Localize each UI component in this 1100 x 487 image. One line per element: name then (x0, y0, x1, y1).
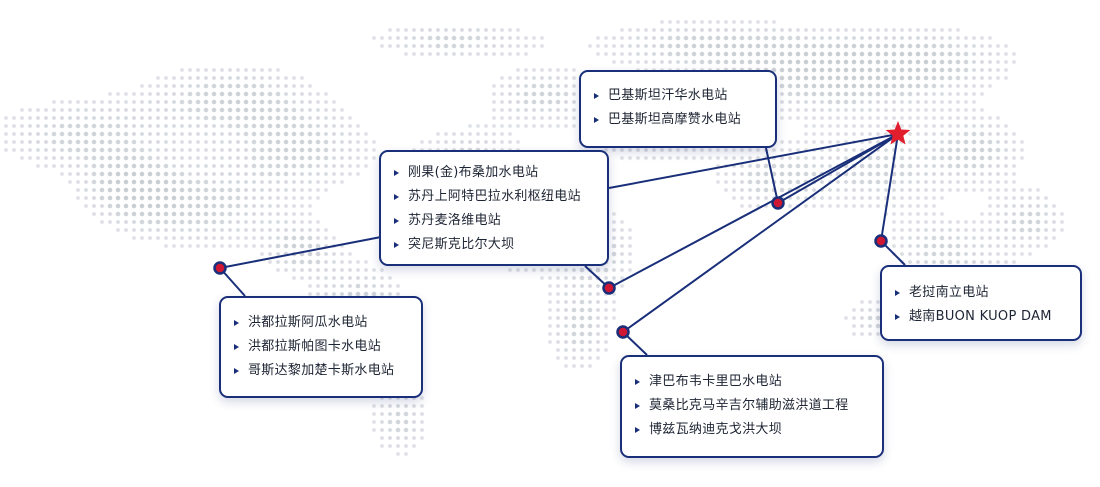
project-item: 巴基斯坦汗华水电站 (594, 84, 761, 108)
star-icon (885, 121, 911, 145)
location-dot-laos (874, 234, 888, 248)
project-item: 越南BUON KUOP DAM (895, 305, 1066, 329)
callout-southern-africa: 津巴布韦卡里巴水电站 莫桑比克马辛吉尔辅助滋洪道工程 博兹瓦纳迪克戈洪大坝 (620, 355, 884, 458)
connection-line (622, 133, 899, 333)
callout-pakistan: 巴基斯坦汗华水电站 巴基斯坦高摩赞水电站 (579, 70, 777, 148)
location-dot-africa (602, 281, 616, 295)
location-dot-zimbabwe (616, 325, 630, 339)
project-item: 巴基斯坦高摩赞水电站 (594, 108, 761, 132)
connection-line (608, 133, 899, 189)
project-item: 莫桑比克马辛吉尔辅助滋洪道工程 (635, 394, 868, 418)
callout-southeast-asia: 老挝南立电站 越南BUON KUOP DAM (880, 265, 1082, 341)
connection-line (777, 133, 899, 204)
project-item: 洪都拉斯阿瓜水电站 (234, 311, 407, 335)
project-item: 哥斯达黎加楚卡斯水电站 (234, 359, 407, 383)
connection-line (765, 147, 779, 204)
project-item: 刚果(金)布桑加水电站 (394, 161, 593, 185)
project-item: 苏丹上阿特巴拉水利枢纽电站 (394, 185, 593, 209)
project-item: 老挝南立电站 (895, 281, 1066, 305)
callout-north-central-africa: 刚果(金)布桑加水电站 苏丹上阿特巴拉水利枢纽电站 苏丹麦洛维电站 突尼斯克比尔… (379, 150, 609, 266)
project-item: 洪都拉斯帕图卡水电站 (234, 335, 407, 359)
project-item: 突尼斯克比尔大坝 (394, 233, 593, 257)
connection-line (219, 236, 382, 269)
project-item: 苏丹麦洛维电站 (394, 209, 593, 233)
project-item: 津巴布韦卡里巴水电站 (635, 370, 868, 394)
connection-line (608, 133, 899, 289)
location-dot-pakistan (771, 196, 785, 210)
project-item: 博兹瓦纳迪克戈洪大坝 (635, 418, 868, 442)
location-markers (213, 121, 911, 339)
callout-central-america: 洪都拉斯阿瓜水电站 洪都拉斯帕图卡水电站 哥斯达黎加楚卡斯水电站 (219, 296, 423, 398)
connection-line (880, 133, 899, 242)
location-dot-honduras (213, 261, 227, 275)
